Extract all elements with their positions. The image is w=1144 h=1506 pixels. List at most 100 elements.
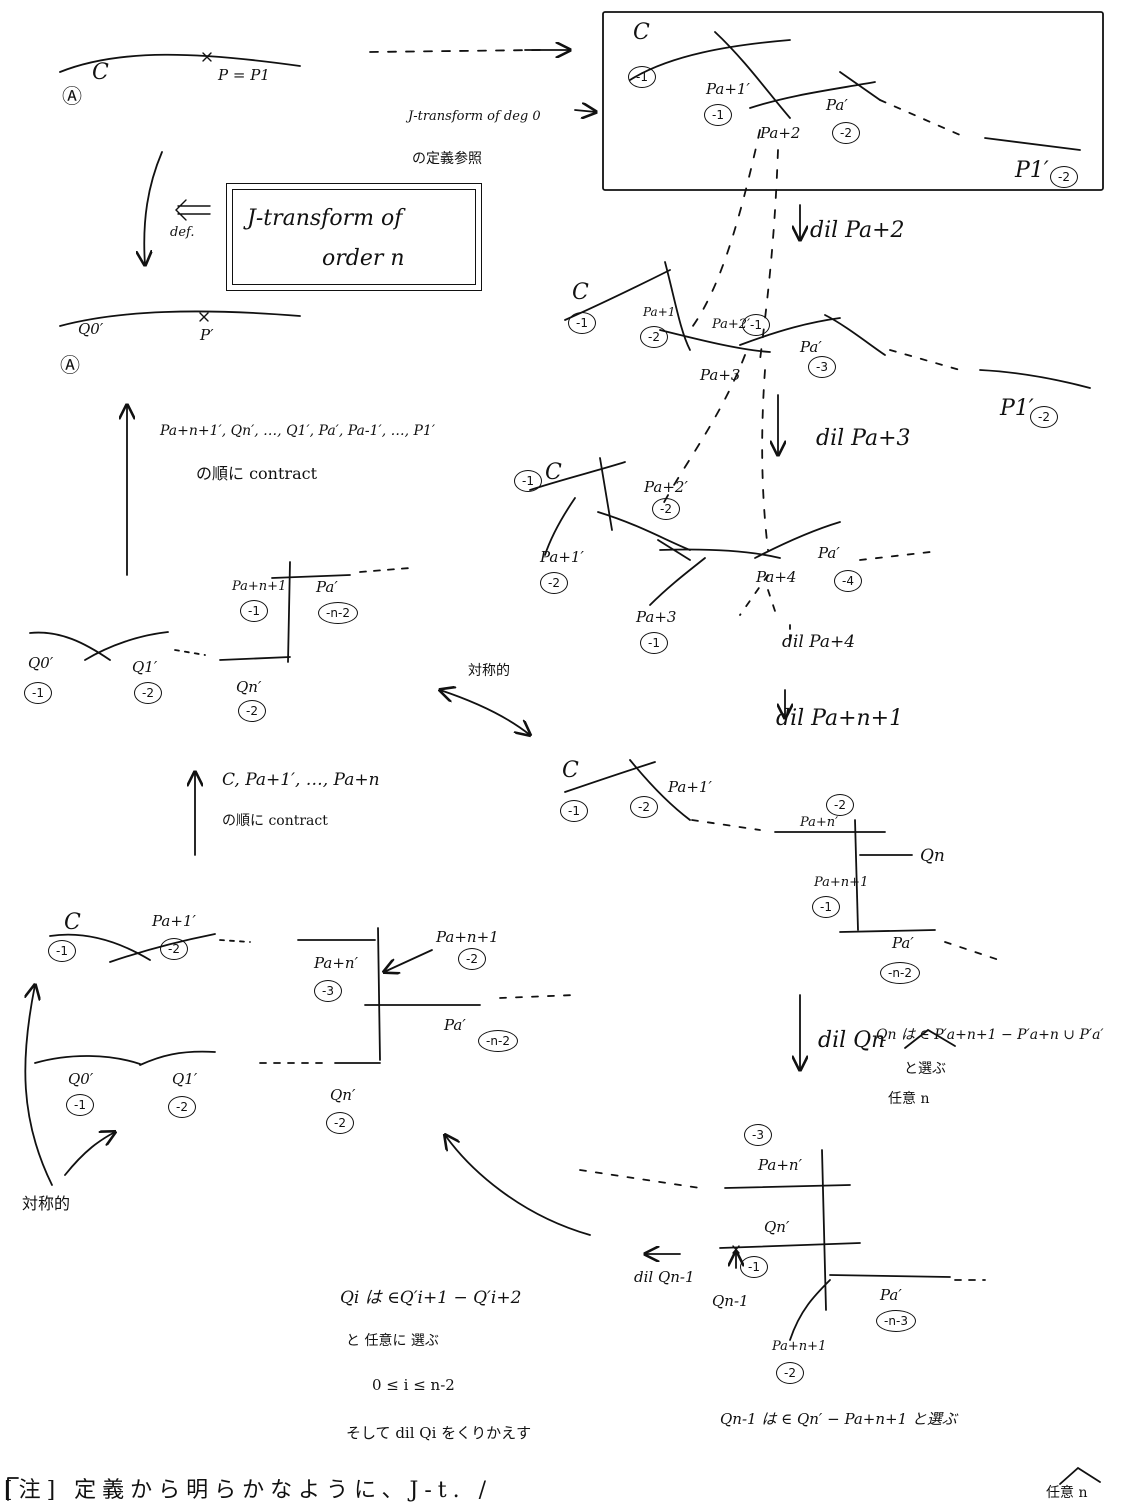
lm-q0: Q0′ — [68, 1072, 93, 1087]
lu-pa: Pa′ — [316, 580, 338, 595]
dil3: dil Pa+4 — [782, 634, 855, 651]
qn-note-line2: と選ぶ — [904, 1062, 946, 1076]
qn-note-line1: Qn は ∈ P′a+n+1 − P′a+n ∪ P′a′ — [876, 1028, 1104, 1042]
ref-line2: の定義参照 — [412, 152, 482, 166]
footer-note: [注] 定義から明らかなように、J-t. / — [4, 1480, 492, 1502]
qn1-note-line1: Qn-1 は ∈ Qn′ − Pa+n+1 と選ぶ — [720, 1412, 957, 1427]
bottom-a-p: P′ — [200, 328, 214, 343]
s3-pa2: Pa+2′ — [644, 480, 688, 495]
dil2: dil Pa+3 — [816, 428, 911, 450]
s3-pa2-weight: -2 — [652, 498, 680, 520]
lm-q1: Q1′ — [172, 1072, 197, 1087]
box1-pa-weight: -2 — [832, 122, 860, 144]
s3-pa4: Pa+4 — [756, 570, 796, 585]
s5-qn: Qn′ — [764, 1220, 789, 1235]
s2-pa: Pa′ — [800, 340, 822, 355]
def-box-line2: order n — [322, 248, 405, 270]
s4-patn: Pa+n′ — [800, 816, 838, 829]
s2-pa1: Pa+1 — [643, 306, 675, 318]
lu-patn1-weight: -1 — [240, 600, 268, 622]
s2-c: C — [572, 282, 589, 304]
dil1: dil Pa+2 — [810, 220, 905, 242]
def-label: def. — [170, 226, 195, 239]
s2-p1: P1′ — [1000, 398, 1034, 420]
s5-pa: Pa′ — [880, 1288, 902, 1303]
qn1-note-line2: 任意 n — [1046, 1486, 1087, 1500]
lm-patn: Pa+n′ — [314, 956, 358, 971]
qn-note-line3: 任意 n — [888, 1092, 929, 1106]
s3-c-weight: -1 — [514, 470, 542, 492]
box1-pa1-weight: -1 — [704, 104, 732, 126]
s3-pa-weight: -4 — [834, 570, 862, 592]
qi-note-line4: そして dil Qi をくりかえす — [346, 1426, 531, 1441]
s3-pa3: Pa+3 — [636, 610, 676, 625]
qi-note-line1: Qi は ∈Q′i+1 − Q′i+2 — [340, 1290, 521, 1307]
lm-c-weight: -1 — [48, 940, 76, 962]
s3-pa1-weight: -2 — [540, 572, 568, 594]
s4-patn-weight: -2 — [826, 794, 854, 816]
lm-patn-weight: -3 — [314, 980, 342, 1002]
lu-pa-weight: -n-2 — [318, 602, 358, 624]
contract2-line2: の順に contract — [196, 466, 317, 482]
box1-pa1: Pa+1′ — [706, 82, 750, 97]
s5-patn: Pa+n′ — [758, 1158, 802, 1173]
s2-pa3: Pa+3 — [700, 368, 740, 383]
qi-note-line2: と 任意に 選ぶ — [346, 1334, 439, 1348]
box1-c: C — [633, 22, 650, 44]
lu-q1: Q1′ — [132, 660, 157, 675]
topleft-p: P = P1 — [218, 68, 270, 83]
symmetric1: 対称的 — [468, 664, 510, 678]
contract1-line2: の順に contract — [222, 814, 328, 828]
s2-pa1-weight: -2 — [640, 326, 668, 348]
box1-pa2: Pa+2 — [760, 126, 800, 141]
s4-patn1-weight: -1 — [812, 896, 840, 918]
lm-qn-weight: -2 — [326, 1112, 354, 1134]
lu-q1-weight: -2 — [134, 682, 162, 704]
s5-qn1: Qn-1 — [712, 1294, 749, 1309]
lm-pa1-weight: -2 — [160, 938, 188, 960]
s2-pa-weight: -3 — [808, 356, 836, 378]
ref-line1: J-transform of deg 0 — [408, 110, 541, 123]
s5-patn1: Pa+n+1 — [772, 1340, 826, 1353]
lm-patn1: Pa+n+1 — [436, 930, 499, 945]
lm-q1-weight: -2 — [168, 1096, 196, 1118]
box1-p1: P1′ — [1015, 160, 1049, 182]
box1-c-weight: -1 — [628, 66, 656, 88]
box1-pa: Pa′ — [826, 98, 848, 113]
s3-pa1: Pa+1′ — [540, 550, 584, 565]
s2-c-weight: -1 — [568, 312, 596, 334]
lm-c: C — [64, 912, 81, 934]
s3-pa3-weight: -1 — [640, 632, 668, 654]
lm-pa: Pa′ — [444, 1018, 466, 1033]
s3-pa: Pa′ — [818, 546, 840, 561]
bottom-a-q0: Q0′ — [78, 322, 103, 337]
symmetric2: 対称的 — [22, 1196, 70, 1212]
dil4: dil Pa+n+1 — [776, 708, 903, 730]
s4-pa1: Pa+1′ — [668, 780, 712, 795]
s3-c: C — [545, 462, 562, 484]
lu-q0-weight: -1 — [24, 682, 52, 704]
s5-patn1-weight: -2 — [776, 1362, 804, 1384]
s5-dil: dil Qn-1 — [634, 1270, 695, 1285]
s5-pa-weight: -n-3 — [876, 1310, 916, 1332]
s5-qn-weight: -1 — [740, 1256, 768, 1278]
lm-pa1: Pa+1′ — [152, 914, 196, 929]
s4-qn: Qn — [920, 848, 945, 865]
dashed-arrow — [370, 50, 540, 52]
lm-qn: Qn′ — [330, 1088, 355, 1103]
qi-note-line3: 0 ≤ i ≤ n-2 — [372, 1378, 455, 1393]
s4-pa1-weight: -2 — [630, 796, 658, 818]
s4-pa-weight: -n-2 — [880, 962, 920, 984]
s2-p1-weight: -2 — [1030, 406, 1058, 428]
lm-pa-weight: -n-2 — [478, 1030, 518, 1052]
lu-patn1: Pa+n+1 — [232, 580, 286, 593]
topleft-mark: Ⓐ — [62, 86, 82, 106]
s4-pa: Pa′ — [892, 936, 914, 951]
lm-patn1-weight: -2 — [458, 948, 486, 970]
box1-p1-weight: -2 — [1050, 166, 1078, 188]
def-box-line1: J-transform of — [247, 208, 402, 230]
s4-patn1: Pa+n+1 — [814, 876, 868, 889]
s5-top-weight: -3 — [744, 1124, 772, 1146]
topleft-c: C — [92, 62, 109, 84]
lu-q0: Q0′ — [28, 656, 53, 671]
